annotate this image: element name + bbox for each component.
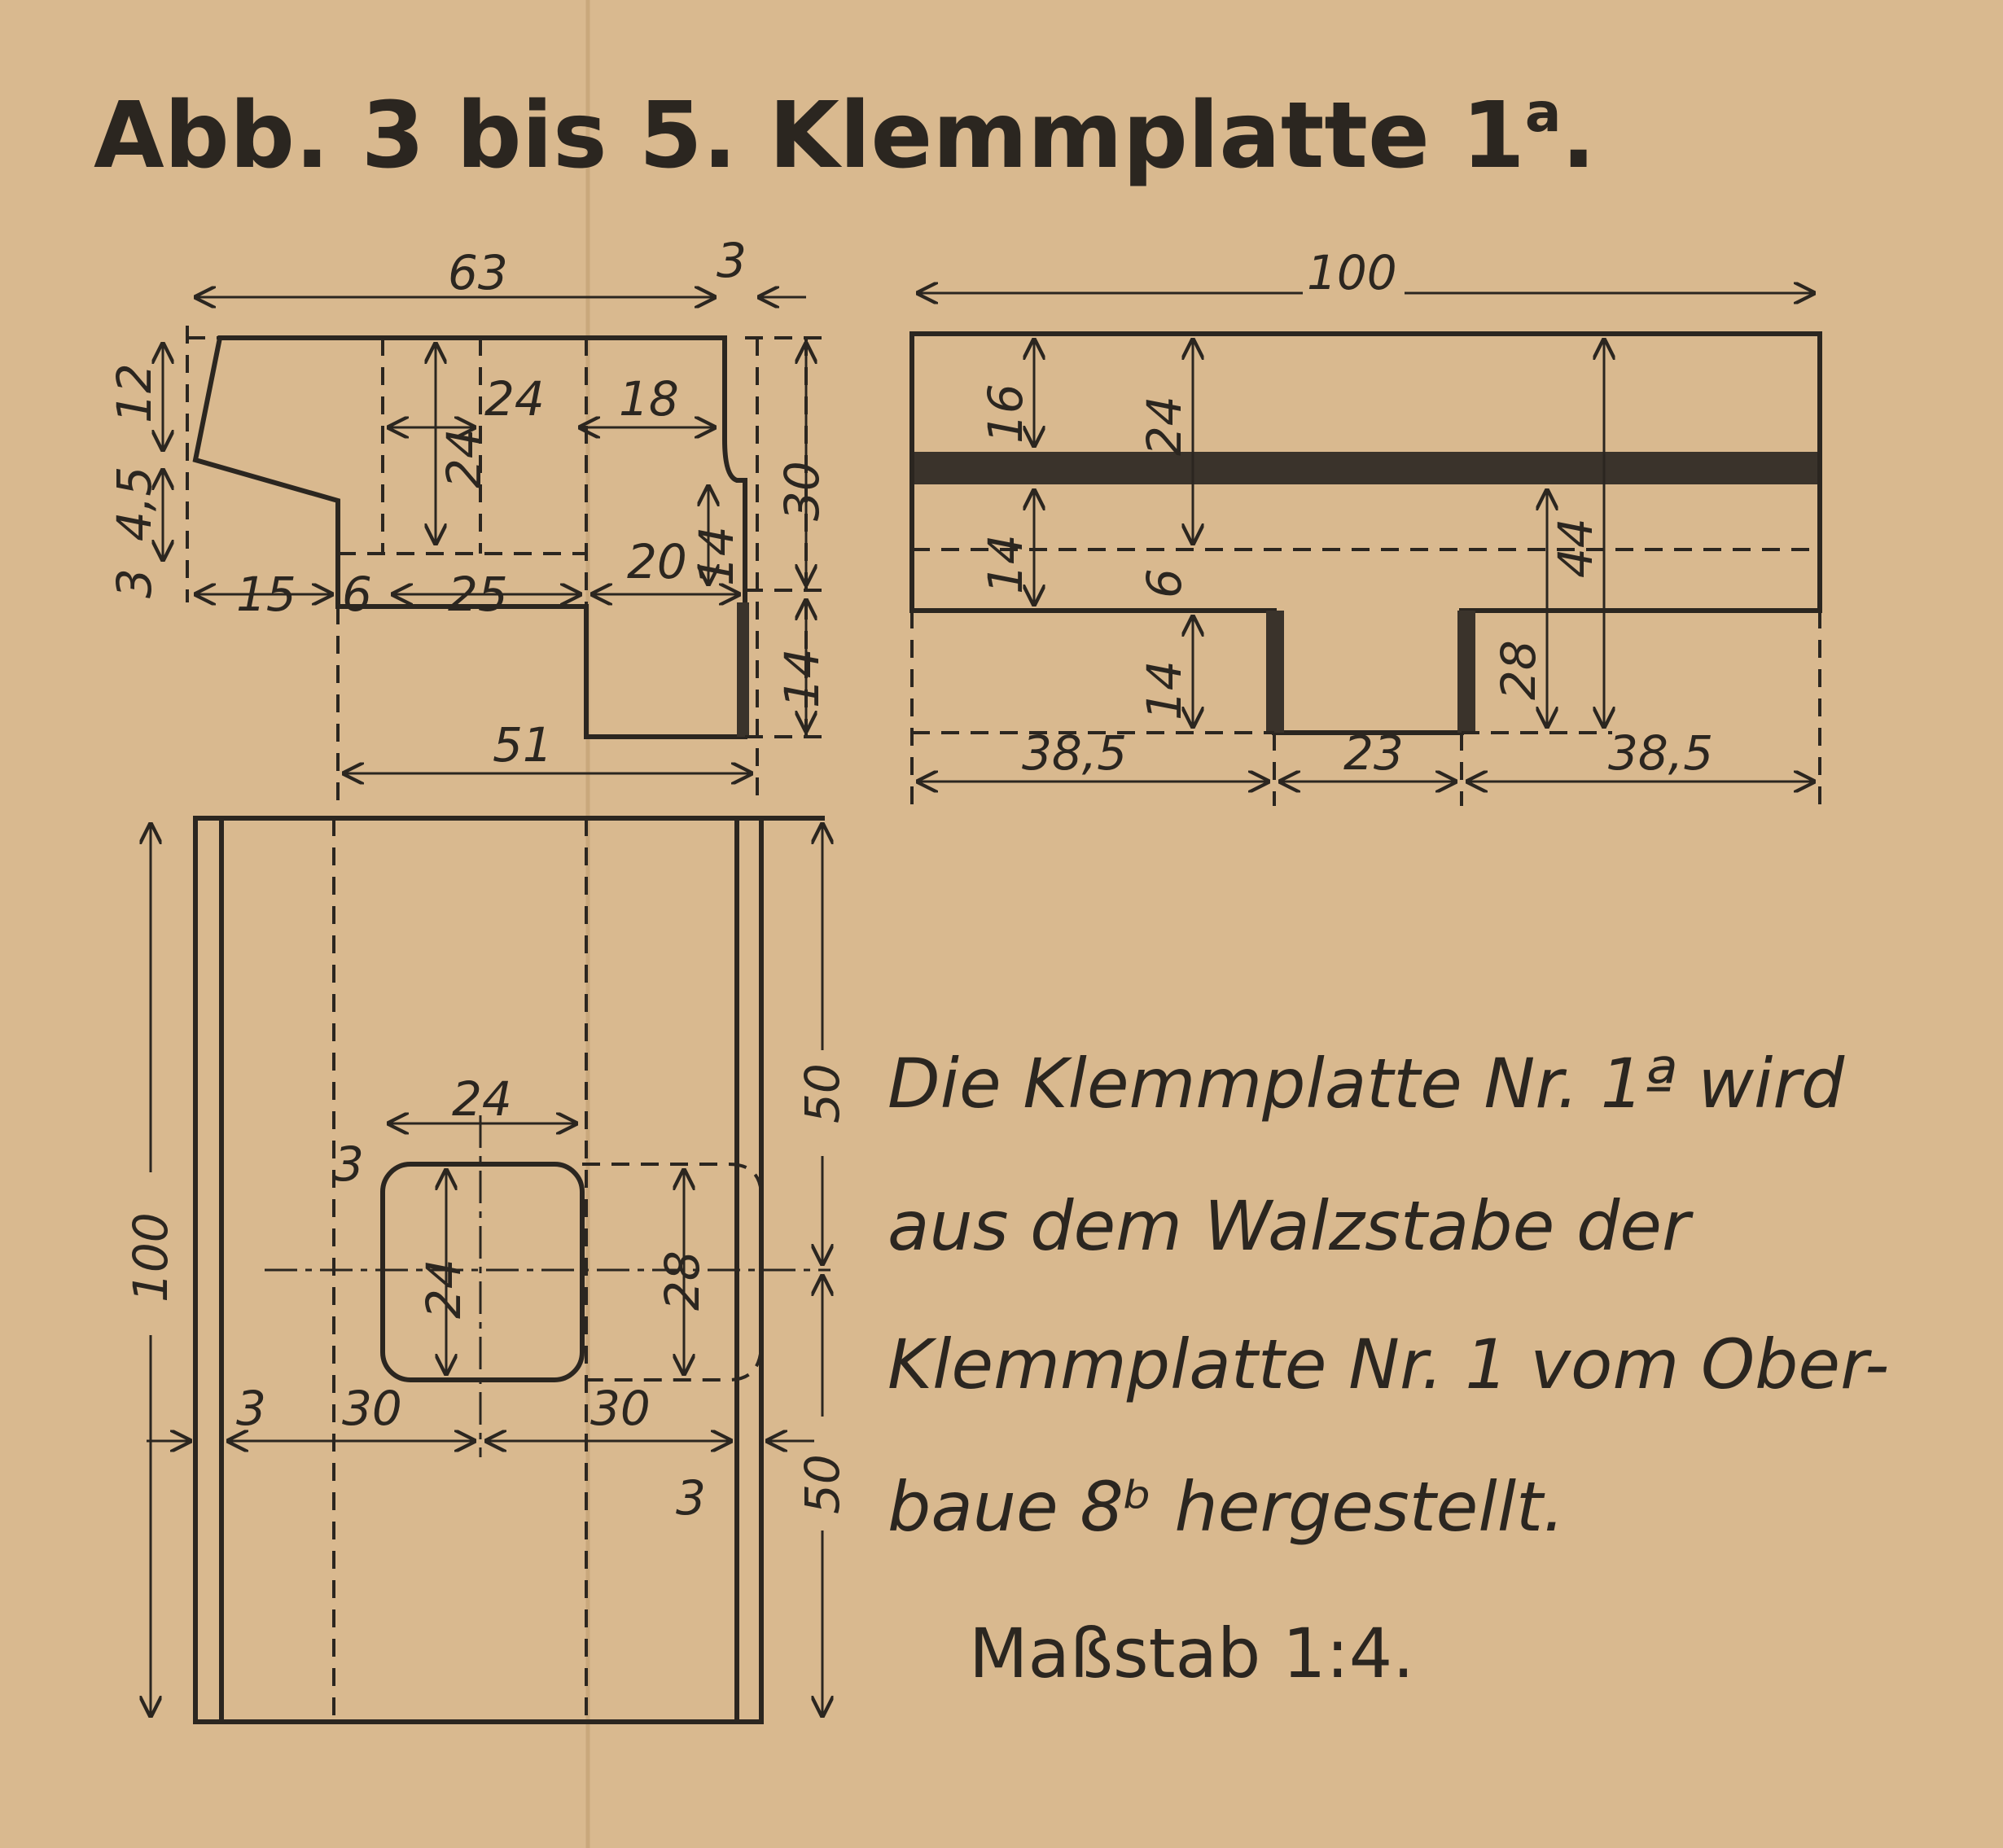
dim-25: 25 [448,567,508,622]
dim-15: 15 [236,567,296,622]
note-line-3: Klemmplatte Nr. 1 vom Ober- [888,1325,1889,1404]
dim-24-plan-h: 24 [452,1071,512,1127]
dim-14-lower: 14 [774,648,830,708]
dim-3-plan-right: 3 [676,1470,706,1526]
dim-38-5-right: 38,5 [1608,725,1713,781]
side-view: 100 16 24 44 14 6 14 28 38,5 23 38,5 [909,245,1822,806]
dim-24-vertical: 24 [436,428,492,488]
dim-3-top: 3 [717,233,747,288]
note-line-1: Die Klemmplatte Nr. 1ª wird [888,1044,1845,1123]
dim-30: 30 [774,461,830,521]
note-line-4: baue 8ᵇ hergestellt. [888,1467,1565,1547]
dim-63: 63 [448,245,508,300]
dim-14-side-lower: 14 [1137,660,1192,720]
dim-12: 12 [107,363,162,423]
dim-50-top: 50 [795,1063,850,1123]
dim-100-plan: 100 [123,1212,178,1303]
dim-50-bottom: 50 [795,1454,850,1514]
dim-14-upper: 14 [689,526,744,586]
dim-3-left: 3 [107,568,162,598]
dim-23: 23 [1343,725,1404,781]
dim-4-5: 4,5 [107,466,162,541]
dim-38-5-left: 38,5 [1022,725,1127,781]
dim-18: 18 [619,371,679,427]
figure-title: Abb. 3 bis 5. Klemmplatte 1a. [94,81,1596,189]
scale-label: Maßstab 1:4. [969,1614,1414,1693]
dim-16: 16 [978,383,1033,444]
dim-3-plan-left: 3 [236,1381,266,1436]
dim-44: 44 [1548,518,1603,578]
dim-6-side: 6 [1137,568,1192,598]
dim-6: 6 [342,567,372,622]
dim-51: 51 [493,717,553,773]
slot-hole [380,1162,585,1382]
dim-20: 20 [627,534,687,589]
dim-24-plan-v: 24 [416,1259,471,1319]
note-line-2: aus dem Walzstabe der [888,1186,1694,1266]
dim-28-side: 28 [1491,640,1546,700]
dim-24-side: 24 [1137,396,1192,456]
dim-30-left: 30 [342,1381,402,1436]
dim-3-corner: 3 [334,1136,364,1192]
dim-100-side: 100 [1307,245,1397,300]
note-block: Die Klemmplatte Nr. 1ª wird aus dem Walz… [888,1044,1889,1693]
dim-30-right: 30 [590,1381,651,1436]
front-view: 63 3 24 18 24 12 4,5 3 15 6 25 20 14 30 … [107,233,830,806]
plan-view: 100 50 50 24 3 24 28 3 30 30 3 [123,816,850,1724]
dim-24: 24 [484,371,545,427]
dim-28-plan: 28 [655,1250,710,1311]
dim-14-side-upper: 14 [978,534,1033,594]
